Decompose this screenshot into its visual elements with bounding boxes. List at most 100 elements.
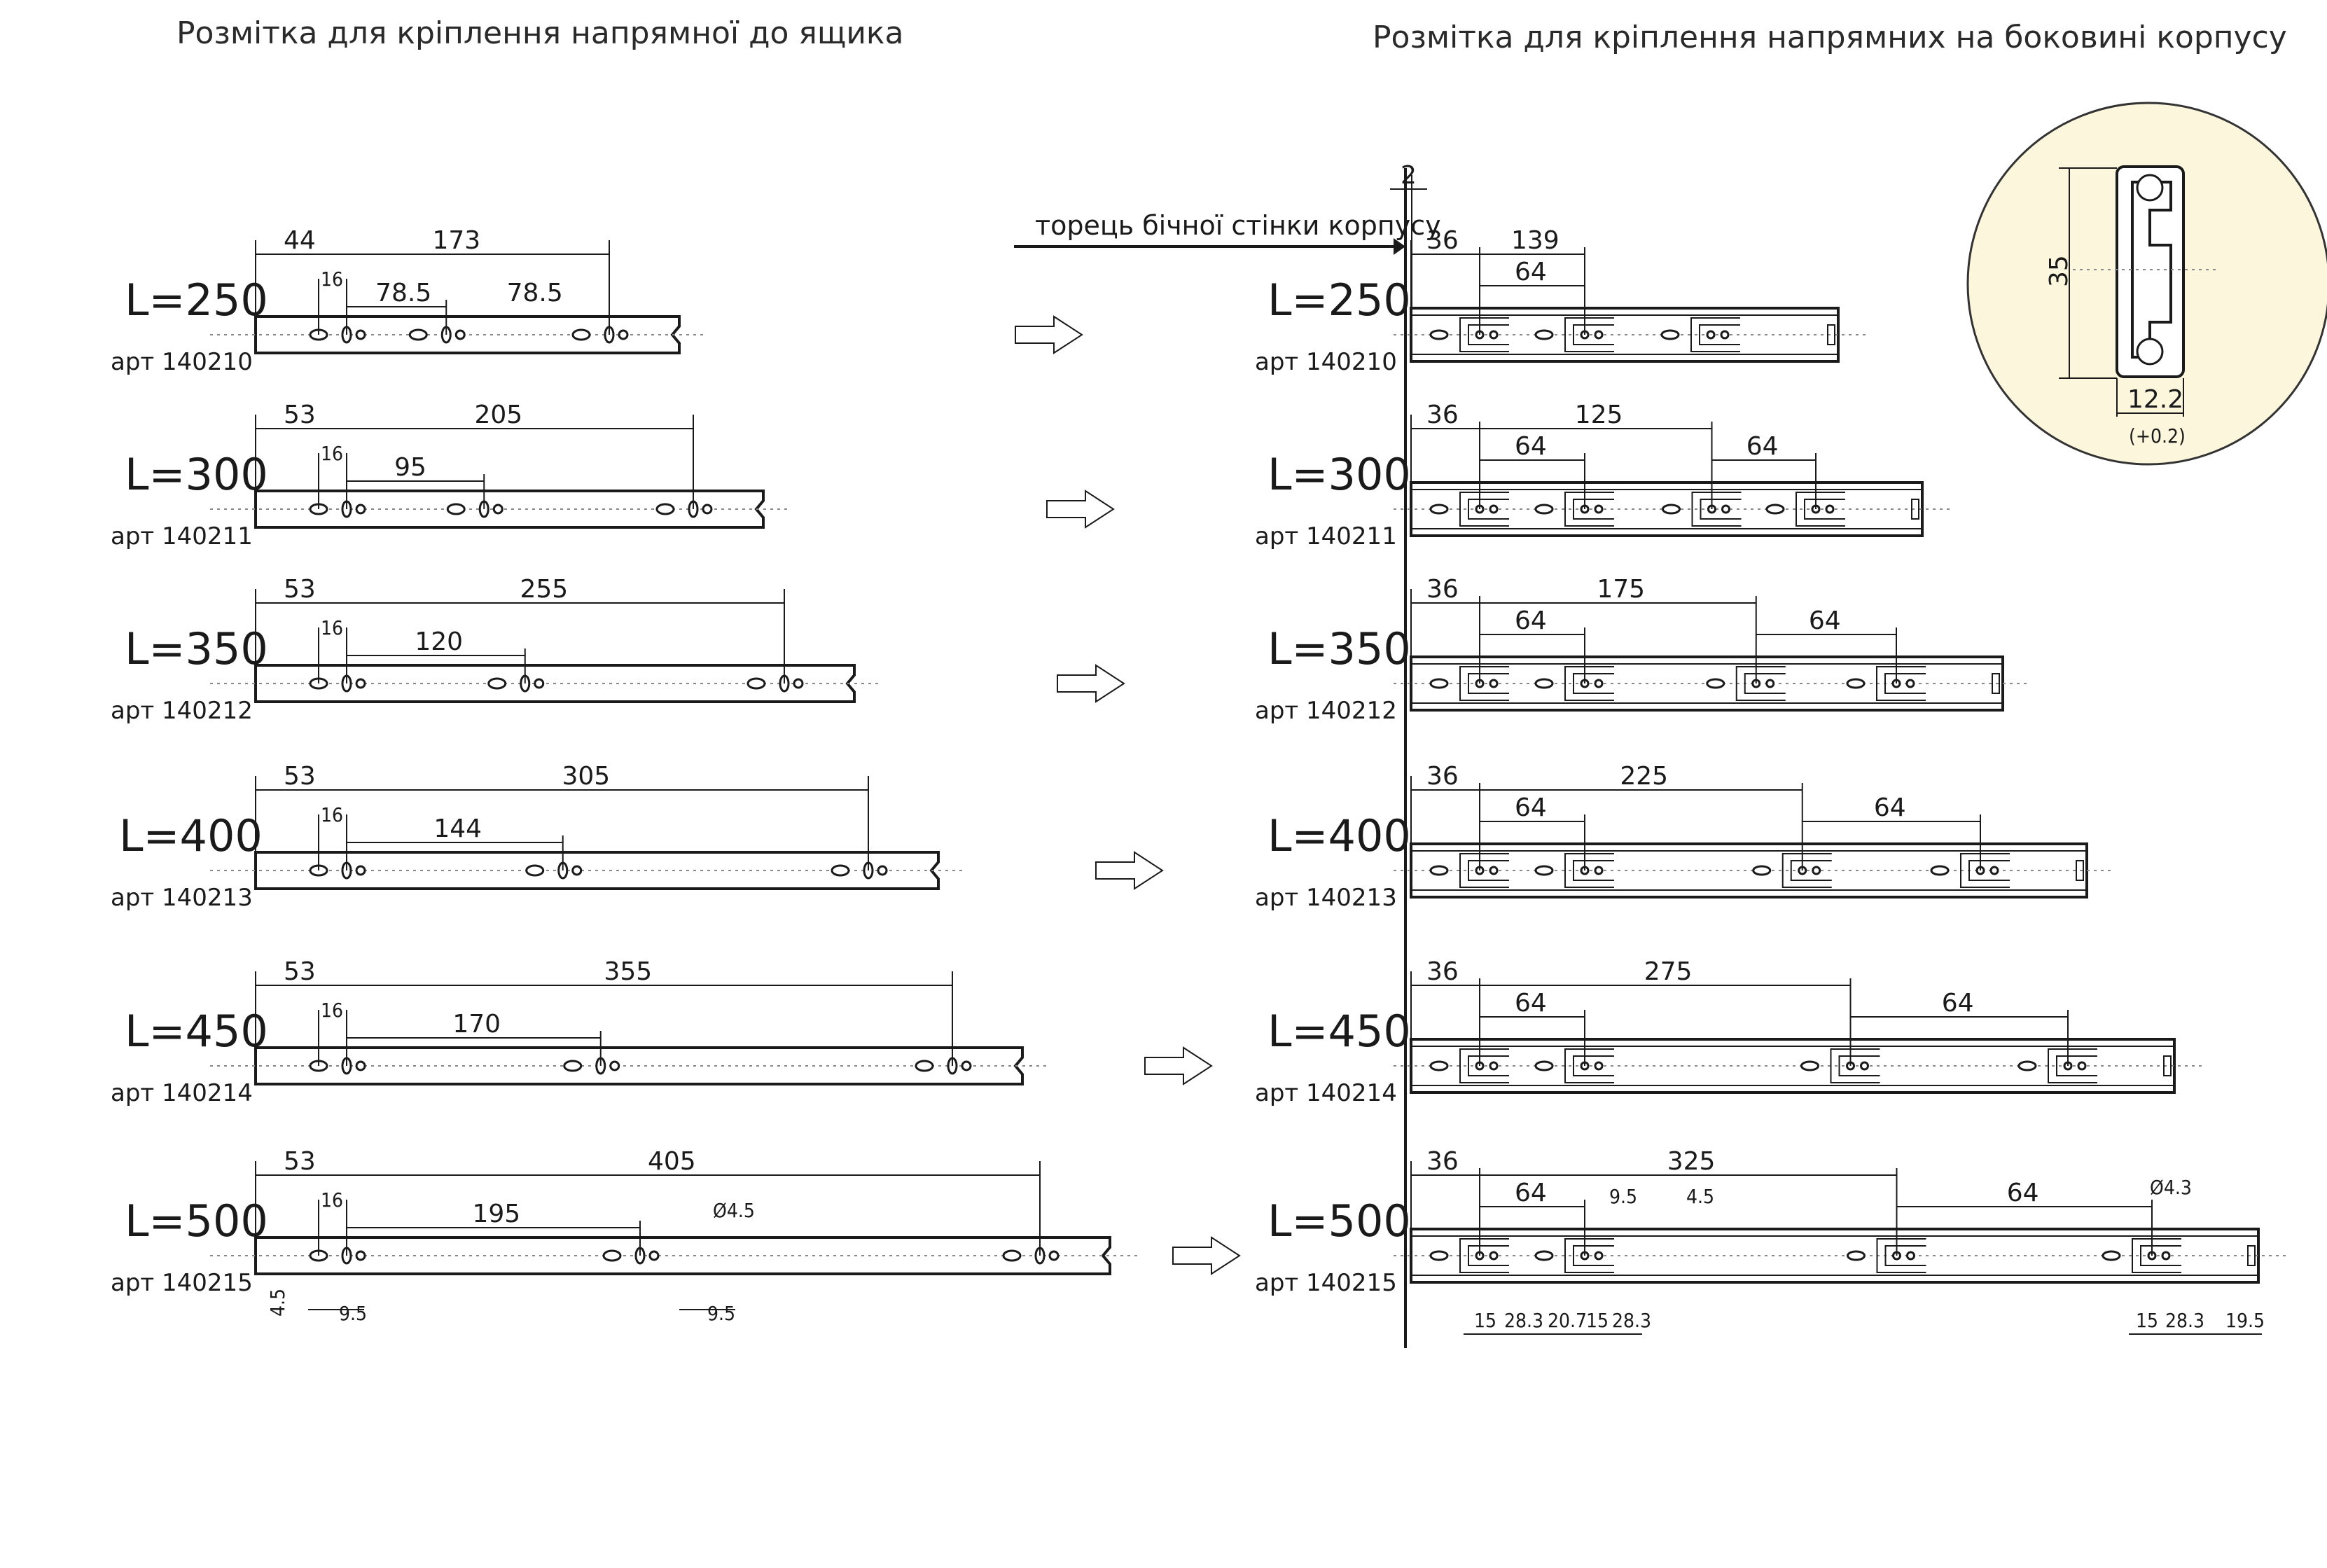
left-dim-mid: 120 (415, 627, 463, 656)
right-dim-total: 225 (1620, 762, 1668, 791)
right-slot-hole (1534, 678, 1554, 689)
right-round-hole (1765, 679, 1775, 688)
left-dim-offset: 53 (284, 1147, 316, 1176)
left-length-label: L=400 (119, 810, 263, 861)
right-dim-offset: 36 (1426, 575, 1459, 604)
right-mount-bracket (1830, 1048, 1880, 1083)
left-art-label: арт 140215 (111, 1269, 253, 1297)
chain-end-1: 15 (2136, 1309, 2158, 1332)
left-round-hole (702, 504, 713, 515)
side-note: торець бічної стінки корпусу (1035, 210, 1441, 241)
left-round-hole (355, 1060, 366, 1071)
right-art-label: арт 140211 (1255, 522, 1397, 550)
right-rail-stop (1827, 324, 1835, 345)
right-rail-stop (2076, 860, 2084, 881)
right-round-hole (1489, 1251, 1499, 1261)
right-round-hole (1721, 504, 1730, 514)
right-dim-offset: 36 (1426, 226, 1459, 255)
right-mount-bracket (1564, 492, 1614, 527)
left-round-hole (355, 504, 366, 515)
left-length-label: L=450 (125, 1006, 268, 1057)
left-round-hole (355, 329, 366, 340)
right-dim-offset: 36 (1426, 1147, 1459, 1176)
direction-arrow (1172, 1236, 1241, 1275)
right-rail (1410, 481, 1924, 537)
gap-label: 2 (1401, 161, 1417, 190)
left-slot-hole (525, 864, 545, 877)
left-dim-total: 255 (520, 575, 569, 604)
right-round-hole (1989, 866, 1999, 875)
right-rail (1410, 307, 1840, 363)
right-dim-64b: 64 (1809, 606, 1841, 635)
right-rail-stop (1911, 499, 1919, 520)
right-round-hole (1594, 1251, 1604, 1261)
left-slot-hole (408, 328, 428, 341)
right-slot-hole (2102, 1250, 2121, 1261)
left-dim-offset: 53 (284, 575, 316, 604)
right-slot-hole (1429, 1060, 1449, 1071)
right-mount-bracket (1459, 853, 1509, 888)
right-round-hole (1905, 679, 1915, 688)
left-dim-total: 173 (433, 226, 481, 255)
profile-height: 35 (2045, 255, 2074, 287)
left-dim-mid: 144 (433, 814, 482, 843)
profile-tolerance: (+0.2) (2129, 424, 2186, 447)
right-dim-64: 64 (1515, 793, 1547, 822)
right-slot-hole (1930, 865, 1950, 876)
chain-4: 15 (1586, 1309, 1609, 1332)
right-round-hole (1706, 330, 1716, 340)
left-dim-c: 9.5 (707, 1302, 735, 1325)
bottom-right-details: 9.5 4.5 Ø4.3 15 28.3 20.7 15 28.3 15 28.… (1464, 1176, 2265, 1335)
left-slot-hole (602, 1249, 622, 1262)
right-round-hole (1489, 679, 1499, 688)
right-dim-offset: 36 (1426, 957, 1459, 986)
right-length-label: L=350 (1267, 623, 1411, 674)
right-slot-hole (1765, 504, 1785, 515)
left-dim-16: 16 (321, 442, 343, 465)
right-round-hole (1594, 866, 1604, 875)
left-slot-hole (563, 1060, 583, 1072)
left-slot-hole (831, 864, 850, 877)
right-length-label: L=250 (1267, 275, 1411, 326)
right-rail (1410, 842, 2088, 899)
left-round-hole (648, 1250, 660, 1261)
right-round-hole (1594, 504, 1604, 514)
chain-end-3: 19.5 (2225, 1309, 2265, 1332)
left-slot-hole (571, 328, 591, 341)
right-mount-bracket (1459, 492, 1509, 527)
note-arrow-head (1394, 238, 1405, 255)
direction-arrow (1015, 315, 1083, 354)
right-round-hole (1489, 866, 1499, 875)
left-rail (254, 851, 940, 890)
left-length-label: L=300 (125, 449, 268, 500)
right-hole-diameter: Ø4.3 (2150, 1176, 2192, 1199)
right-length-label: L=300 (1267, 449, 1411, 500)
left-art-label: арт 140214 (111, 1079, 253, 1107)
profile-ball-bottom (2136, 338, 2164, 366)
right-rail-stop (2163, 1055, 2172, 1076)
left-dim-offset: 44 (284, 226, 316, 255)
right-mount-bracket (1690, 317, 1740, 352)
right-round-hole (1594, 679, 1604, 688)
right-slot-hole (1706, 678, 1725, 689)
right-mount-bracket (1459, 317, 1509, 352)
left-round-hole (355, 865, 366, 876)
right-dim-total: 125 (1575, 401, 1623, 429)
right-rail-stop (2247, 1245, 2256, 1266)
right-rail (1410, 1228, 2260, 1284)
right-slot-hole (1752, 865, 1772, 876)
left-slot-hole (446, 503, 466, 515)
left-round-hole (877, 865, 888, 876)
right-slot-hole (1429, 329, 1449, 340)
direction-arrow (1057, 664, 1125, 703)
left-dim-16: 16 (321, 999, 343, 1022)
right-slot-hole (2017, 1060, 2037, 1071)
chain-5: 28.3 (1612, 1309, 1651, 1332)
left-rail (254, 1046, 1024, 1085)
right-slot-hole (1429, 1250, 1449, 1261)
left-dim-b: 9.5 (339, 1302, 367, 1325)
right-slot-hole (1534, 504, 1554, 515)
right-slot-hole (1534, 329, 1554, 340)
